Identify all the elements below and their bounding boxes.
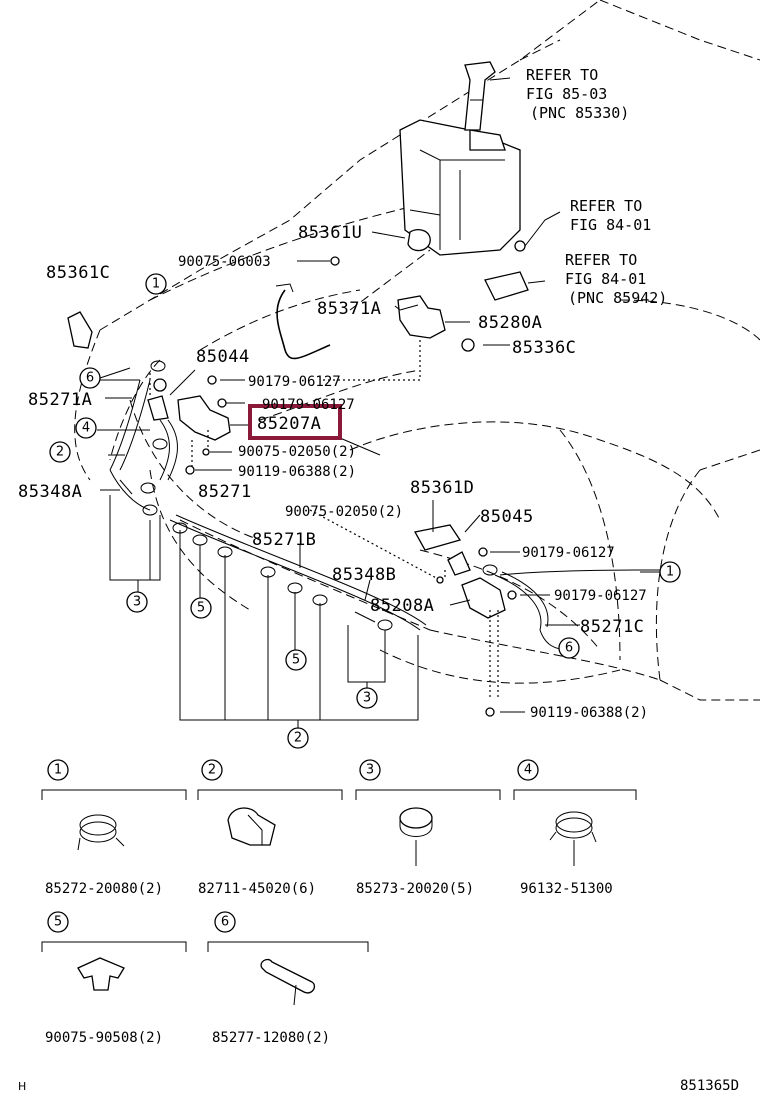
legend-number: 3 — [366, 763, 374, 778]
part-label: 85280A — [478, 313, 542, 333]
level-sensor — [484, 271, 529, 301]
hose-end — [275, 283, 294, 293]
part-label-85207a: 85207A — [257, 414, 321, 434]
part-label: 85271B — [252, 530, 316, 550]
washer-tank — [399, 61, 521, 256]
hose-sleeve-icon — [260, 958, 316, 1006]
part-label: 90075-02050(2) — [285, 504, 403, 520]
part-label: 85271C — [580, 617, 644, 637]
legend-part: 85272-20080(2) — [45, 881, 163, 897]
bolts — [185, 256, 517, 717]
part-label: 85044 — [196, 347, 250, 367]
callout-number: 1 — [152, 277, 160, 292]
legend-number: 6 — [221, 915, 229, 930]
part-label: 85271A — [28, 390, 92, 410]
hose-clamp-icon — [77, 814, 125, 851]
cover-85361d — [413, 524, 462, 551]
callout-number: 5 — [197, 601, 205, 616]
part-label: 85371A — [317, 299, 381, 319]
refer-fig: FIG 85-03 — [526, 85, 607, 103]
part-label: 85336C — [512, 338, 576, 358]
legend-part: 90075-90508(2) — [45, 1030, 163, 1046]
part-label: 85361U — [298, 223, 362, 243]
callout-number: 4 — [82, 421, 90, 436]
leader-lines — [99, 77, 580, 713]
part-label: 85208A — [370, 596, 434, 616]
legend-number: 1 — [54, 763, 62, 778]
clip-85361u — [407, 228, 431, 252]
part-label: 90179-06127 — [554, 588, 647, 604]
callout-number: 3 — [363, 691, 371, 706]
legend-number: 4 — [524, 763, 532, 778]
leader — [524, 211, 561, 247]
hose-clips — [119, 360, 498, 631]
hose-85371a — [276, 289, 331, 360]
footer-marker: H — [18, 1080, 26, 1093]
actuator-85207a — [147, 378, 231, 441]
part-label: 85348A — [18, 482, 82, 502]
refer-pnc: (PNC 85330) — [530, 104, 629, 122]
part-label: 85045 — [480, 507, 534, 527]
callout-number: 2 — [294, 731, 302, 746]
callout-number: 2 — [56, 445, 64, 460]
part-label: 85361C — [46, 263, 110, 283]
part-label: 90075-02050(2) — [238, 444, 356, 460]
ref-labels: REFER TO FIG 85-03 (PNC 85330) REFER TO … — [526, 66, 667, 307]
spring-clamp-icon — [549, 811, 597, 866]
callout-number: 1 — [666, 565, 674, 580]
callout-number: 6 — [565, 641, 573, 656]
callout-number: 6 — [86, 371, 94, 386]
part-label: 85361D — [410, 478, 474, 498]
cover-85361c — [67, 311, 93, 349]
part-label: 90119-06388(2) — [238, 464, 356, 480]
hose-lines — [109, 379, 666, 651]
pump-85280a — [397, 295, 470, 339]
band-clamp-icon — [399, 807, 433, 866]
diagram-callout-circles: 1 6 4 2 3 5 5 3 2 1 6 — [49, 273, 681, 749]
part-label: 90179-06127 — [262, 397, 355, 413]
diagram-code: 851365D — [680, 1078, 739, 1094]
callout-number: 3 — [133, 595, 141, 610]
callout-number: 5 — [292, 653, 300, 668]
refer-fig: FIG 84-01 — [565, 270, 646, 288]
legend-panel: 1 85272-20080(2) 2 82711-45020(6) 3 8527… — [41, 759, 637, 1046]
guide-lines — [149, 340, 499, 700]
legend-part: 85277-12080(2) — [212, 1030, 330, 1046]
refer-fig: FIG 84-01 — [570, 216, 651, 234]
part-label: 90119-06388(2) — [530, 705, 648, 721]
refer-text: REFER TO — [526, 66, 598, 84]
push-clip-icon — [77, 957, 125, 991]
sensor-line — [527, 280, 546, 284]
legend-part: 85273-20020(5) — [356, 881, 474, 897]
part-label: 85348B — [332, 565, 396, 585]
highlight-box — [248, 404, 342, 440]
legend-part: 96132-51300 — [520, 881, 613, 897]
grommet-85336c — [461, 338, 475, 352]
refer-pnc: (PNC 85942) — [568, 289, 667, 307]
actuator-85208a — [447, 551, 506, 619]
refer-text: REFER TO — [565, 251, 637, 269]
part-label: 85271 — [198, 482, 252, 502]
body-outline — [74, 0, 760, 701]
part-label: 90179-06127 — [248, 374, 341, 390]
bolt-icon — [514, 240, 526, 252]
legend-number: 2 — [208, 763, 216, 778]
clip-icon — [227, 807, 276, 846]
legend-part: 82711-45020(6) — [198, 881, 316, 897]
part-label: 90179-06127 — [522, 545, 615, 561]
part-labels: 85361U 90075-06003 85361C 85371A 85280A … — [18, 223, 648, 721]
legend-number: 5 — [54, 915, 62, 930]
part-label: 90075-06003 — [178, 254, 271, 270]
refer-text: REFER TO — [570, 197, 642, 215]
group-brackets — [97, 379, 662, 728]
